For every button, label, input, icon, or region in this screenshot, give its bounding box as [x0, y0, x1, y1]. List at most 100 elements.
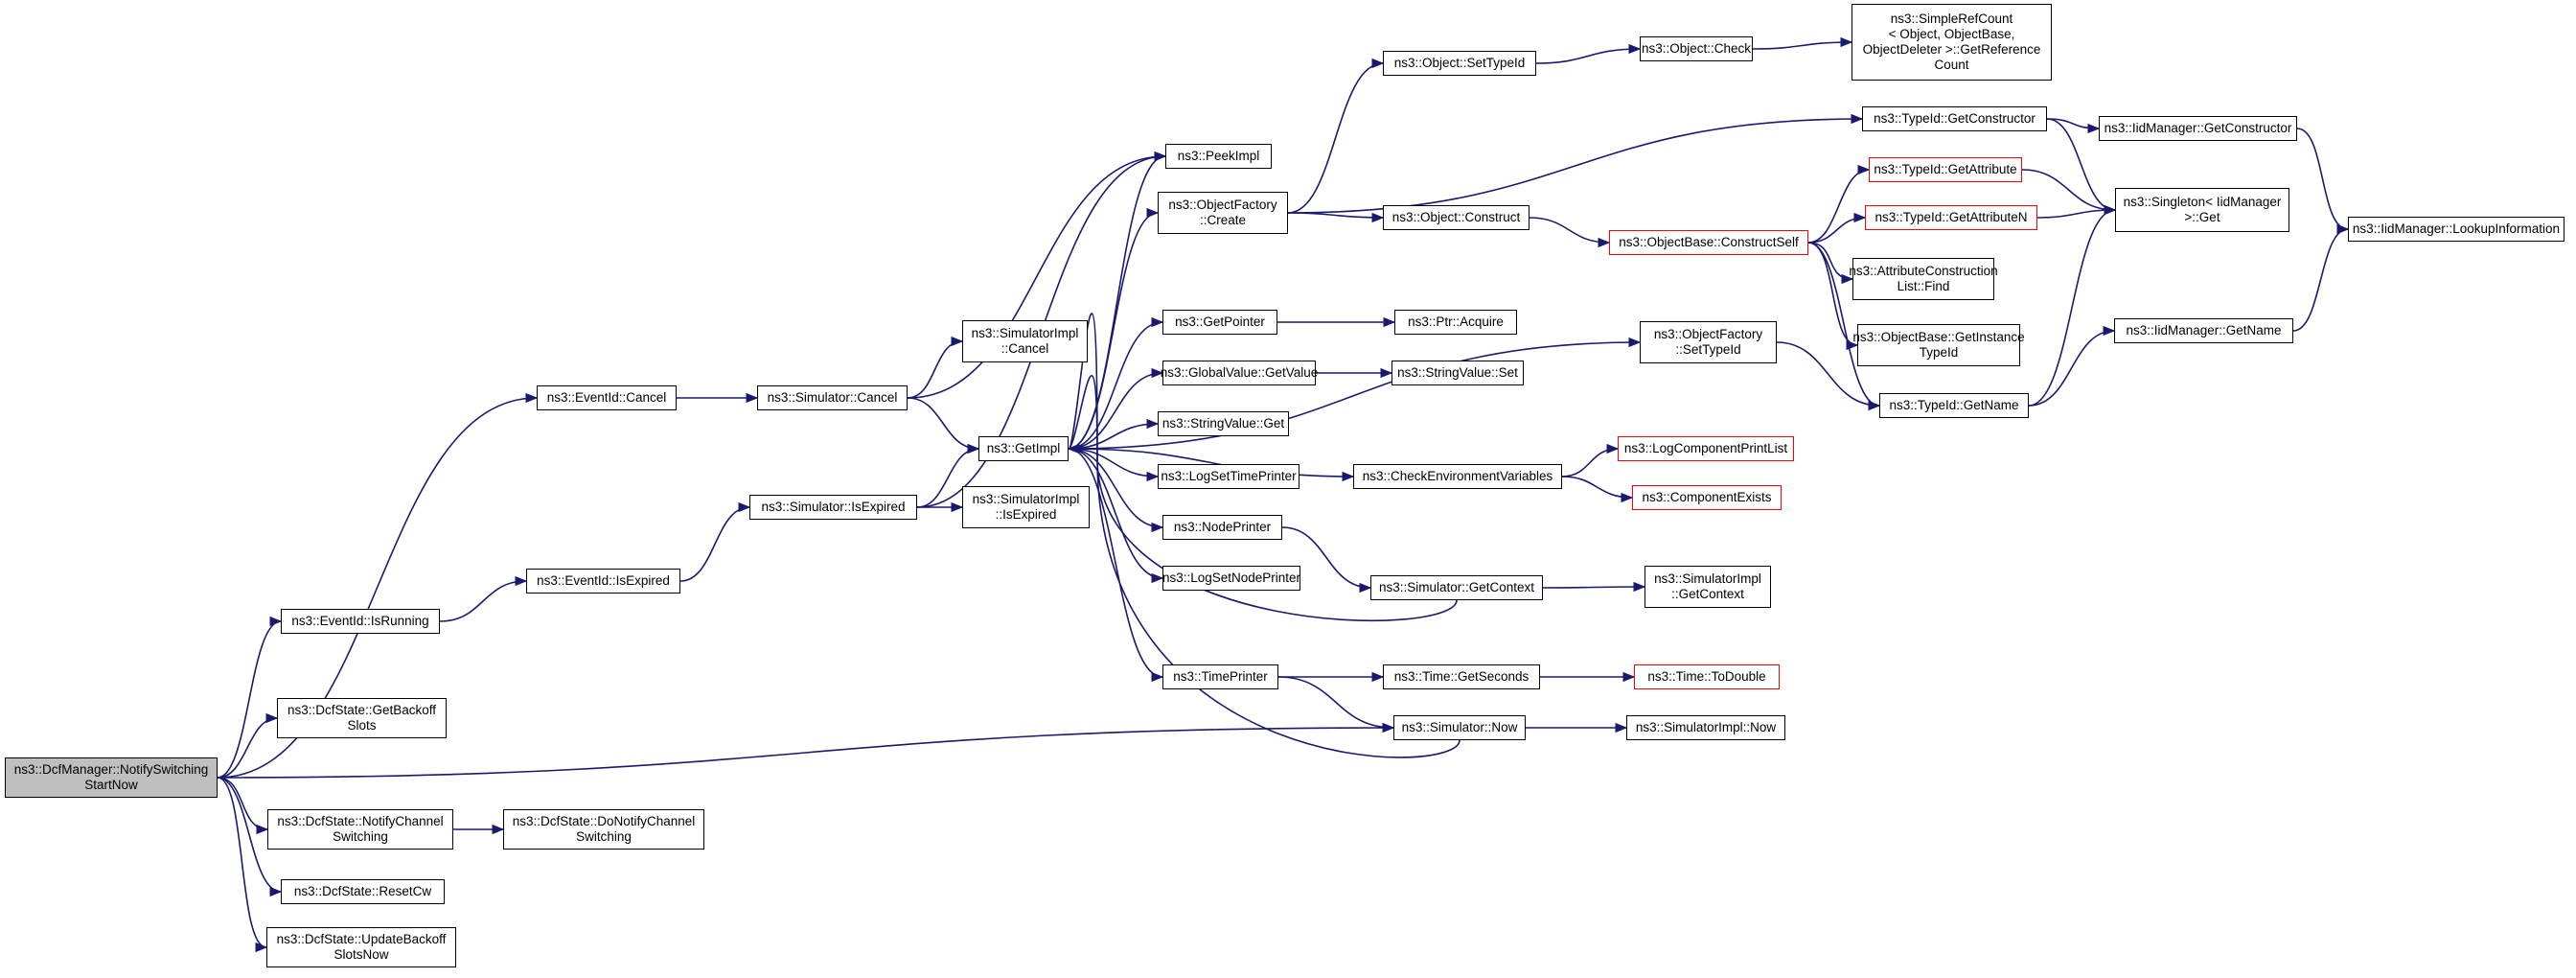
function-node[interactable]: ns3::NodePrinter	[1162, 515, 1282, 540]
function-node[interactable]: ns3::ObjectFactory::Create	[1158, 192, 1288, 234]
edge-n4-n12	[1068, 448, 1164, 584]
function-node-label: ns3::EventId::Cancel	[546, 390, 667, 405]
function-node[interactable]: ns3::StringValue::Get	[1158, 411, 1289, 436]
function-node[interactable]: ns3::CheckEnvironmentVariables	[1353, 464, 1562, 489]
function-node[interactable]: ns3::DcfState::ResetCw	[281, 879, 445, 904]
edge-n14-n15	[1281, 526, 1372, 594]
function-node[interactable]: ns3::IidManager::GetName	[2114, 318, 2293, 343]
edge-n32-n27	[2296, 128, 2350, 235]
edge-n4-n34	[1068, 418, 1160, 450]
function-node[interactable]: ns3::ObjectFactory::SetTypeId	[1640, 321, 1777, 363]
edge-n4-n35	[1068, 448, 1164, 683]
function-node-label: List::Find	[1897, 279, 1950, 293]
function-node-label: ns3::LogSetTimePrinter	[1161, 469, 1297, 483]
function-node[interactable]: ns3::Object::SetTypeId	[1383, 51, 1536, 76]
edge-n18-n19	[1529, 217, 1611, 248]
function-node[interactable]: ns3::GetPointer	[1162, 310, 1277, 335]
function-node-label: ns3::DcfState::GetBackoff	[287, 703, 437, 717]
function-node[interactable]: ns3::LogSetTimePrinter	[1158, 464, 1300, 489]
function-node[interactable]: ns3::Simulator::IsExpired	[749, 495, 917, 520]
function-node[interactable]: ns3::Ptr::Acquire	[1394, 310, 1517, 335]
function-node-label: ns3::IidManager::LookupInformation	[2352, 221, 2561, 236]
edge-n48-n4	[916, 443, 980, 508]
function-node[interactable]: ns3::Simulator::Cancel	[757, 385, 908, 410]
function-node[interactable]: ns3::EventId::IsRunning	[281, 609, 440, 634]
function-node-label: ns3::DcfState::ResetCw	[293, 884, 432, 898]
function-node[interactable]: ns3::Time::GetSeconds	[1383, 664, 1540, 689]
edge-n25-n23	[2028, 204, 2117, 407]
function-node-label: ns3::ObjectBase::GetInstance	[1852, 330, 2025, 344]
function-node[interactable]: ns3::GlobalValue::GetValue	[1161, 361, 1318, 385]
function-node-label: ns3::Time::ToDouble	[1647, 669, 1766, 684]
edge-n26-n27	[2292, 223, 2350, 332]
function-node[interactable]: ns3::StringValue::Set	[1392, 361, 1524, 385]
function-node[interactable]: ns3::TypeId::GetAttribute	[1869, 157, 2022, 182]
function-node[interactable]: ns3::TypeId::GetAttributeN	[1865, 205, 2037, 230]
function-node[interactable]: ns3::Object::Check	[1640, 36, 1753, 61]
function-node[interactable]: ns3::PeekImpl	[1165, 144, 1272, 169]
function-node[interactable]: ns3::Singleton< IidManager >::Get	[2115, 188, 2289, 232]
edge-n1-n45	[217, 777, 268, 953]
edge-n1-n46	[217, 616, 283, 779]
function-node-label: ns3::LogComponentPrintList	[1623, 441, 1788, 455]
function-node-label: ObjectDeleter >::GetReference	[1862, 42, 2041, 57]
edge-n19-n25	[1807, 242, 1881, 411]
edge-n4-n14	[1068, 448, 1164, 533]
function-node[interactable]: ns3::SimulatorImpl::Cancel	[962, 320, 1088, 362]
function-node-label: ns3::Simulator::IsExpired	[761, 500, 906, 514]
function-node[interactable]: ns3::IidManager::LookupInformation	[2348, 217, 2564, 242]
function-node-label: ::Create	[1199, 213, 1247, 227]
edge-n36-n4	[1067, 313, 1460, 758]
function-node[interactable]: ns3::ObjectBase::ConstructSelf	[1609, 230, 1808, 255]
edge-n4-n50	[1068, 337, 1642, 450]
function-node[interactable]: ns3::Time::ToDouble	[1634, 664, 1780, 689]
function-node-label: ns3::SimpleRefCount	[1890, 12, 2013, 26]
edge-n31-n32	[2046, 118, 2101, 134]
function-node-label: ns3::TypeId::GetName	[1889, 398, 2019, 412]
function-node[interactable]: ns3::ComponentExists	[1632, 485, 1782, 510]
edge-n19-n22	[1807, 164, 1871, 244]
function-node-label: ns3::AttributeConstruction	[1849, 264, 1998, 278]
function-node[interactable]: ns3::TypeId::GetConstructor	[1862, 106, 2047, 131]
function-node-label: Switching	[333, 829, 388, 844]
function-node[interactable]: ns3::SimpleRefCount< Object, ObjectBase,…	[1852, 4, 2052, 81]
function-node[interactable]: ns3::LogSetNodePrinter	[1162, 566, 1300, 591]
edge-n17-n31	[1287, 113, 1864, 214]
function-node[interactable]: ns3::Simulator::Now	[1393, 715, 1526, 740]
function-node-label: ns3::DcfManager::NotifySwitching	[13, 762, 209, 777]
function-node-label: SlotsNow	[334, 947, 389, 962]
function-node-label: >::Get	[2184, 210, 2220, 224]
function-node-label: ns3::DcfState::NotifyChannel	[277, 814, 444, 828]
function-node[interactable]: ns3::SimulatorImpl::IsExpired	[962, 486, 1090, 528]
function-node[interactable]: ns3::TypeId::GetName	[1879, 393, 2029, 418]
function-node-label: ns3::StringValue::Set	[1397, 365, 1518, 380]
function-node[interactable]: ns3::EventId::IsExpired	[526, 569, 680, 594]
function-node[interactable]: ns3::Object::Construct	[1383, 205, 1530, 230]
function-node-label: ns3::TypeId::GetConstructor	[1874, 111, 2036, 126]
edge-n15-n4	[1067, 374, 1458, 622]
function-node[interactable]: ns3::LogComponentPrintList	[1618, 436, 1794, 461]
function-node-label: ::Cancel	[1000, 341, 1049, 356]
function-node[interactable]: ns3::IidManager::GetConstructor	[2099, 116, 2297, 141]
function-node[interactable]: ns3::SimulatorImpl::GetContext	[1644, 566, 1771, 608]
function-node-label: Slots	[347, 718, 377, 733]
function-node[interactable]: ns3::SimulatorImpl::Now	[1626, 715, 1785, 740]
function-node-label: ns3::TypeId::GetAttributeN	[1874, 210, 2028, 224]
function-node[interactable]: ns3::EventId::Cancel	[537, 385, 677, 410]
function-node[interactable]: ns3::Simulator::GetContext	[1370, 575, 1543, 600]
function-node[interactable]: ns3::GetImpl	[978, 436, 1069, 461]
function-node-label: ns3::Simulator::GetContext	[1378, 580, 1535, 594]
edge-n19-n24	[1807, 212, 1867, 244]
function-node-label: ns3::DcfState::DoNotifyChannel	[512, 814, 696, 828]
function-node[interactable]: ns3::TimePrinter	[1162, 664, 1278, 689]
function-node-label: ns3::Object::Construct	[1392, 210, 1521, 224]
edge-n5-n7	[1561, 476, 1634, 503]
